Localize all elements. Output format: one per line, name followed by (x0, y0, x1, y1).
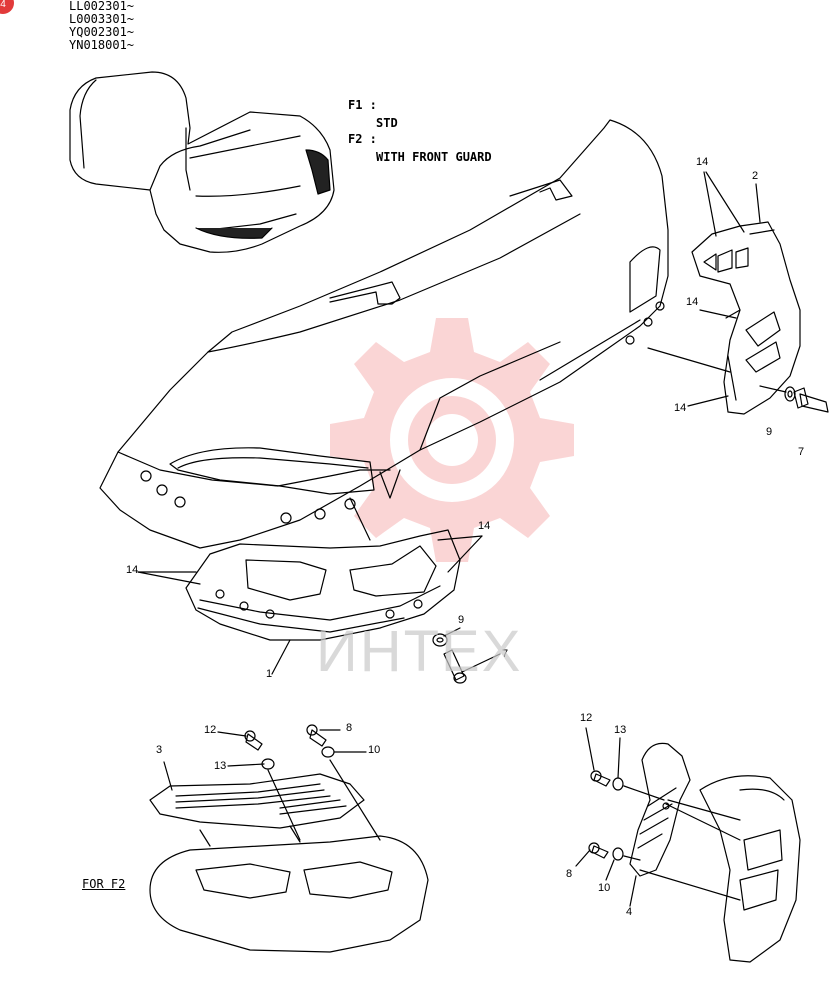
callout-12: 12 (580, 712, 593, 724)
legend-f2-text: WITH FRONT GUARD (376, 150, 492, 164)
washer-part-9-front (432, 633, 448, 647)
bolt-part-8-right (588, 842, 609, 859)
hood-panel (99, 119, 669, 549)
side-grille-part-4 (629, 742, 691, 877)
callout-10: 10 (368, 744, 381, 756)
grille-part-3 (149, 773, 365, 847)
callout-3: 3 (156, 744, 163, 756)
bolt-part-7-front (443, 649, 467, 684)
callout-2: 2 (752, 170, 759, 182)
leader-line-hood-to-guard (647, 347, 731, 373)
callout-14: 14 (478, 520, 491, 532)
front-guard-part-1 (185, 497, 461, 641)
front-grille-frame-f2 (149, 835, 429, 953)
serial-4: YN018001~ (69, 38, 135, 52)
callout-4: 4 (626, 906, 633, 918)
for-f2-label: FOR F2 (82, 877, 126, 891)
legend-f1-text: STD (376, 116, 398, 130)
bolt-part-7-right (793, 387, 829, 413)
washer-part-13-right (612, 777, 624, 791)
callout-13: 13 (214, 760, 227, 772)
callout-14: 14 (674, 402, 687, 414)
callout-14: 14 (696, 156, 709, 168)
legend-f1-label: F1 : (348, 98, 377, 112)
side-guard-frame-f2 (699, 775, 801, 963)
callout-13: 13 (614, 724, 627, 736)
bolt-part-12-left (244, 730, 263, 751)
bolt-part-12-right (590, 770, 611, 787)
callout-14: 14 (126, 564, 139, 576)
washer-part-10-left (321, 746, 335, 758)
callout-7: 7 (798, 446, 805, 458)
callout-8: 8 (566, 868, 573, 880)
serial-3: YQ002301~ (69, 25, 135, 39)
serial-1: LL002301~ (69, 0, 135, 13)
washer-part-9-right (784, 386, 796, 402)
watermark-gear-icon (330, 318, 574, 562)
washer-part-10-right (612, 847, 624, 861)
side-guard-part-2 (691, 221, 801, 415)
callout-12: 12 (204, 724, 217, 736)
callout-1: 1 (266, 668, 273, 680)
serial-2: L0003301~ (69, 12, 135, 26)
callout-9: 9 (766, 426, 773, 438)
bolt-part-8-left (306, 724, 327, 747)
callout-14: 14 (686, 296, 699, 308)
legend-f2-label: F2 : (348, 132, 377, 146)
badge: 4 (0, 0, 14, 14)
callout-8: 8 (346, 722, 353, 734)
callout-10: 10 (598, 882, 611, 894)
watermark-text: ИНТЕХ (316, 619, 523, 684)
callout-9: 9 (458, 614, 465, 626)
tractor-thumbnail (69, 71, 335, 253)
callout-7: 7 (502, 648, 509, 660)
